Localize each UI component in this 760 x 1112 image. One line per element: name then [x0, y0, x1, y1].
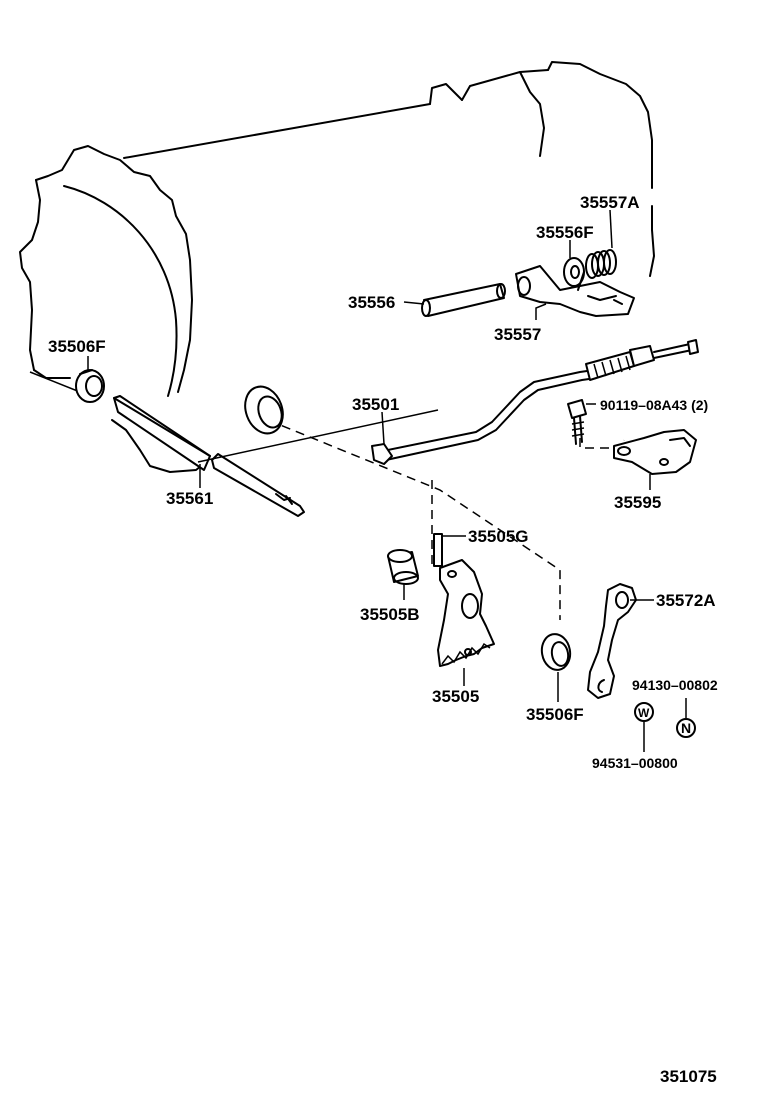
- oil-seal-bottom: [540, 633, 572, 671]
- label-35556F: 35556F: [536, 223, 594, 242]
- washer: [563, 257, 585, 287]
- transmission-case: [19, 61, 655, 473]
- label-35501: 35501: [352, 395, 399, 414]
- detent-plate: [437, 559, 495, 667]
- pin: [421, 283, 506, 317]
- label-35572A: 35572A: [656, 591, 716, 610]
- bushing: [387, 549, 419, 585]
- manual-shaft: [113, 395, 305, 517]
- label-35506F-top: 35506F: [48, 337, 106, 356]
- label-94130: 94130–00802: [632, 677, 718, 693]
- shift-lever: [587, 583, 637, 699]
- seal-ring-left: [244, 385, 284, 435]
- leader-lines: [87, 209, 687, 752]
- bolt: [567, 399, 587, 445]
- label-35505G: 35505G: [468, 527, 529, 546]
- label-90119: 90119–08A43 (2): [600, 397, 708, 413]
- nut-symbol: [676, 718, 696, 738]
- label-35505B: 35505B: [360, 605, 420, 624]
- washer-symbol: [634, 702, 654, 722]
- mark-W: W: [638, 706, 650, 720]
- figure-number: 351075: [660, 1067, 717, 1086]
- label-35505: 35505: [432, 687, 479, 706]
- label-94531: 94531–00800: [592, 755, 678, 771]
- roll-pin: [433, 533, 443, 567]
- lever: [515, 265, 635, 317]
- spring: [577, 249, 617, 291]
- label-35561: 35561: [166, 489, 213, 508]
- label-35557A: 35557A: [580, 193, 640, 212]
- label-35595: 35595: [614, 493, 661, 512]
- assembly-lines: [29, 371, 625, 620]
- oil-seal-top: [75, 369, 105, 403]
- bracket: [613, 429, 697, 475]
- label-35506F-bottom: 35506F: [526, 705, 584, 724]
- mark-N: N: [681, 720, 691, 736]
- part-labels: 35557A 35556F 35556 35557 35506F 35501 9…: [48, 193, 718, 1086]
- label-35556: 35556: [348, 293, 395, 312]
- label-35557: 35557: [494, 325, 541, 344]
- control-rod: [371, 339, 699, 465]
